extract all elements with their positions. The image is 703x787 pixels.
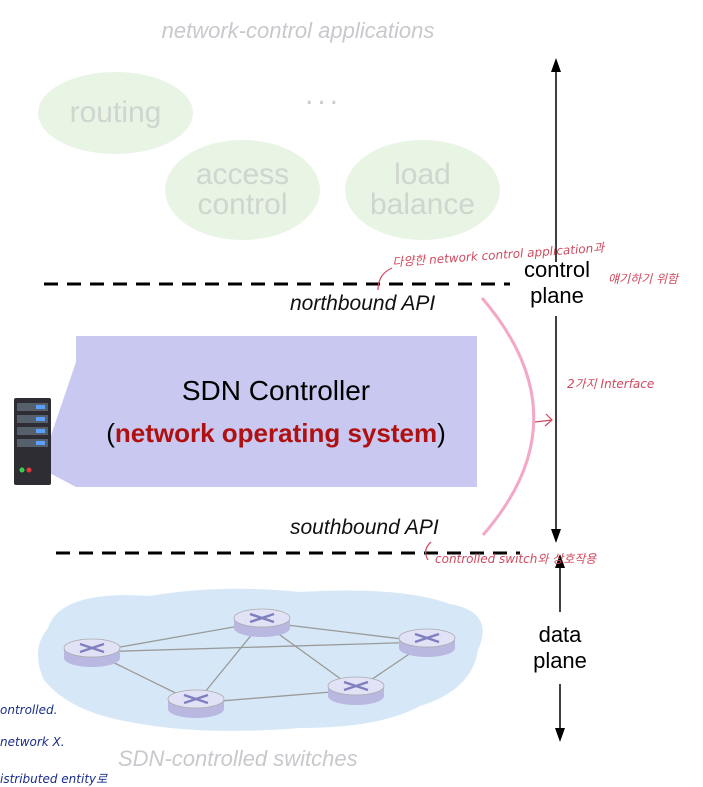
interface-annotation-curve <box>480 297 536 536</box>
app-bubble-access-control: access control <box>165 140 320 240</box>
controller-box <box>40 336 477 487</box>
northbound-api-label: northbound API <box>290 292 436 315</box>
switch-node-1 <box>63 638 121 667</box>
left-note-2: network X. <box>0 735 65 749</box>
switch-node-2 <box>233 608 291 637</box>
app-bubble-routing: routing <box>38 72 193 154</box>
southbound-api-label: southbound API <box>290 516 439 539</box>
data-plane-label: data plane <box>522 622 598 675</box>
switch-node-5 <box>327 676 385 705</box>
control-plane-label: control plane <box>515 257 599 310</box>
app-label-access-control: access control <box>195 158 290 221</box>
app-bubble-load-balance: load balance <box>345 140 500 240</box>
controller-subtitle-open: ( <box>106 418 115 448</box>
more-apps-ellipsis: ... <box>305 78 343 111</box>
data-plane-arrowhead-up <box>555 554 565 568</box>
controller-subtitle: (network operating system) <box>76 418 476 449</box>
controller-title: SDN Controller <box>181 375 371 406</box>
interface-note: 2가지 Interface <box>567 377 655 391</box>
control-plane-arrowhead-down <box>551 529 561 543</box>
north-note-bracket <box>377 267 393 291</box>
control-plane-arrowhead-up <box>551 58 561 72</box>
south-note: controlled switch와 상호작용 <box>435 552 597 566</box>
north-note-line2: 얘기하기 위함 <box>608 272 679 286</box>
control-plane-text: control plane <box>523 257 591 309</box>
controller-subtitle-close: ) <box>437 418 446 448</box>
interface-annotation-arrow <box>534 413 553 427</box>
server-icon <box>14 398 51 485</box>
left-note-1: ontrolled. <box>0 703 58 717</box>
applications-title: network-control applications <box>161 18 435 43</box>
left-note-3: istributed entity로 <box>0 772 108 786</box>
app-label-load-balance: load balance <box>369 158 476 221</box>
switch-node-4 <box>167 689 225 718</box>
switches-label: SDN-controlled switches <box>118 746 358 771</box>
app-label-routing: routing <box>69 96 162 129</box>
south-note-bracket <box>425 541 432 561</box>
data-plane-text: data plane <box>533 622 587 674</box>
switch-node-3 <box>398 628 456 657</box>
data-plane-arrowhead-down <box>555 728 565 742</box>
controller-subtitle-emphasis: network operating system <box>114 418 438 448</box>
